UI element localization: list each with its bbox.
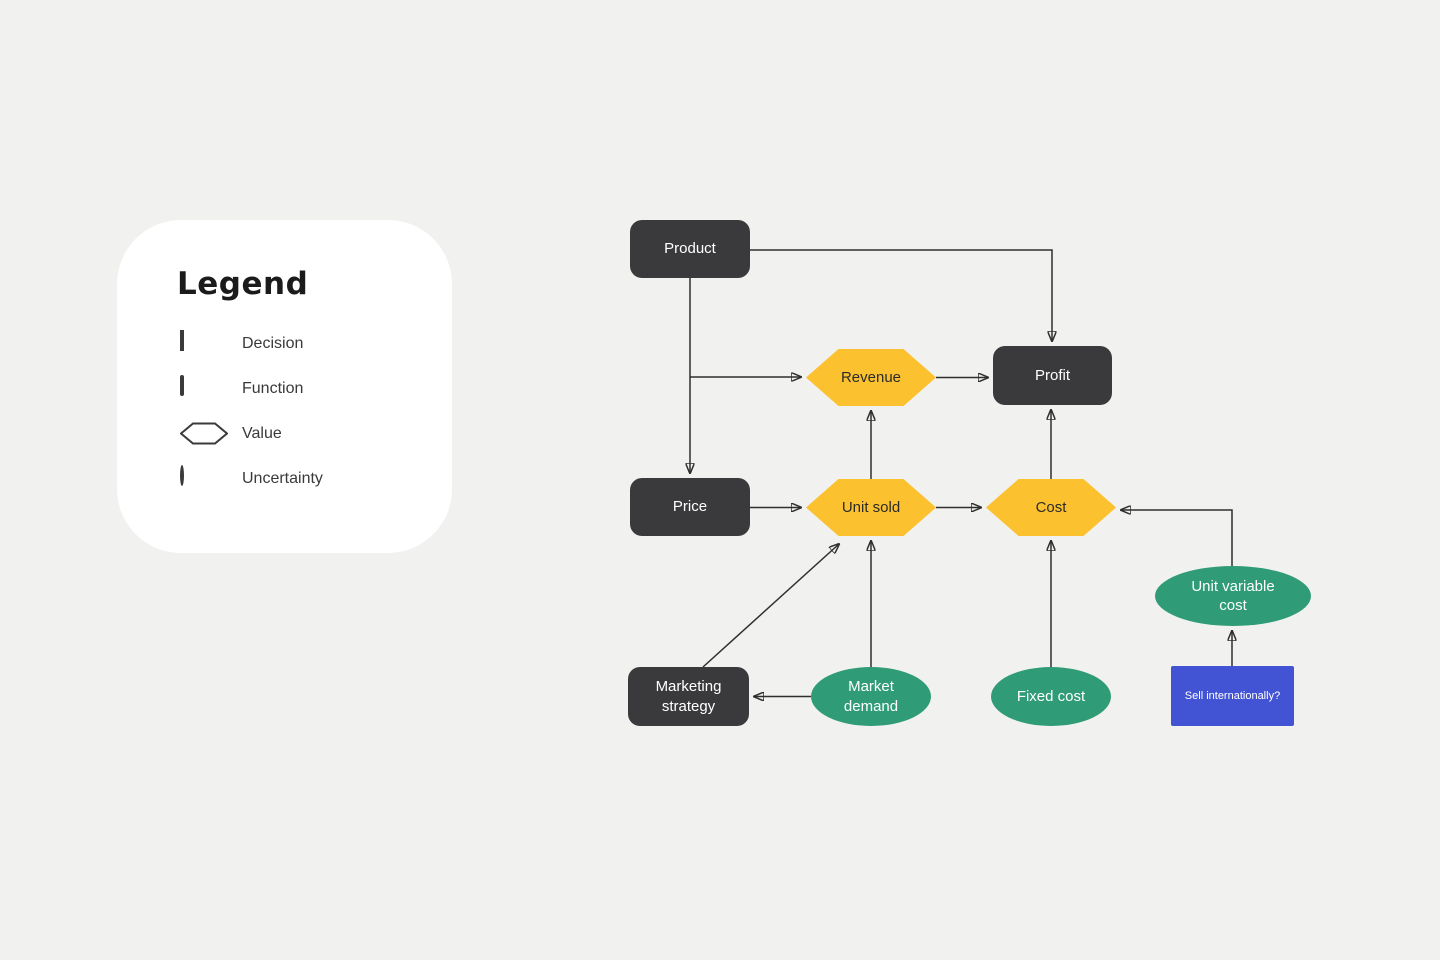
- node-product-label: Product: [664, 240, 716, 258]
- node-sell-internationally-label: Sell internationally?: [1184, 689, 1281, 702]
- legend-item-value: Value: [179, 422, 323, 445]
- decision-shape-icon: [180, 330, 228, 355]
- function-shape-icon: [180, 375, 228, 400]
- node-fixed-cost-label: Fixed cost: [1016, 687, 1086, 705]
- legend-item-function: Function: [180, 375, 323, 400]
- legend-title: Legend: [177, 266, 309, 302]
- edge-unit-variable-cost-cost: [1121, 510, 1233, 566]
- node-cost[interactable]: Cost: [986, 479, 1116, 536]
- node-price-label: Price: [672, 498, 708, 516]
- legend-item-label: Function: [242, 379, 304, 397]
- node-unit-sold-label: Unit sold: [841, 498, 901, 516]
- legend-card: Legend Decision Function Value Uncertain…: [117, 220, 452, 553]
- legend-item-label: Uncertainty: [242, 469, 323, 487]
- node-unit-variable-cost[interactable]: Unit variable cost: [1155, 566, 1311, 626]
- node-unit-variable-cost-label: Unit variable cost: [1191, 577, 1275, 615]
- edge-product-profit: [750, 249, 1052, 341]
- legend-item-label: Value: [242, 424, 282, 442]
- legend-item-decision: Decision: [180, 330, 323, 355]
- node-revenue[interactable]: Revenue: [806, 349, 936, 406]
- node-marketing-strategy-label: Marketing strategy: [655, 678, 722, 715]
- node-unit-sold[interactable]: Unit sold: [806, 479, 936, 536]
- node-fixed-cost[interactable]: Fixed cost: [991, 667, 1111, 726]
- node-cost-label: Cost: [1035, 498, 1067, 516]
- node-sell-internationally[interactable]: Sell internationally?: [1171, 666, 1294, 726]
- legend-item-label: Decision: [242, 334, 304, 352]
- legend-items: Decision Function Value Uncertainty: [179, 330, 323, 512]
- node-market-demand[interactable]: Market demand: [811, 667, 931, 726]
- edge-marketing-strategy-unit-sold: [702, 544, 839, 668]
- node-profit[interactable]: Profit: [993, 346, 1112, 405]
- node-profit-label: Profit: [1034, 366, 1070, 384]
- node-price[interactable]: Price: [630, 478, 750, 536]
- legend-item-uncertainty: Uncertainty: [180, 465, 323, 490]
- node-market-demand-label: Market demand: [843, 678, 899, 715]
- uncertainty-shape-icon: [180, 465, 228, 490]
- node-product[interactable]: Product: [630, 220, 750, 278]
- node-marketing-strategy[interactable]: Marketing strategy: [628, 667, 749, 726]
- node-revenue-label: Revenue: [840, 368, 902, 386]
- value-shape-icon: [179, 422, 229, 445]
